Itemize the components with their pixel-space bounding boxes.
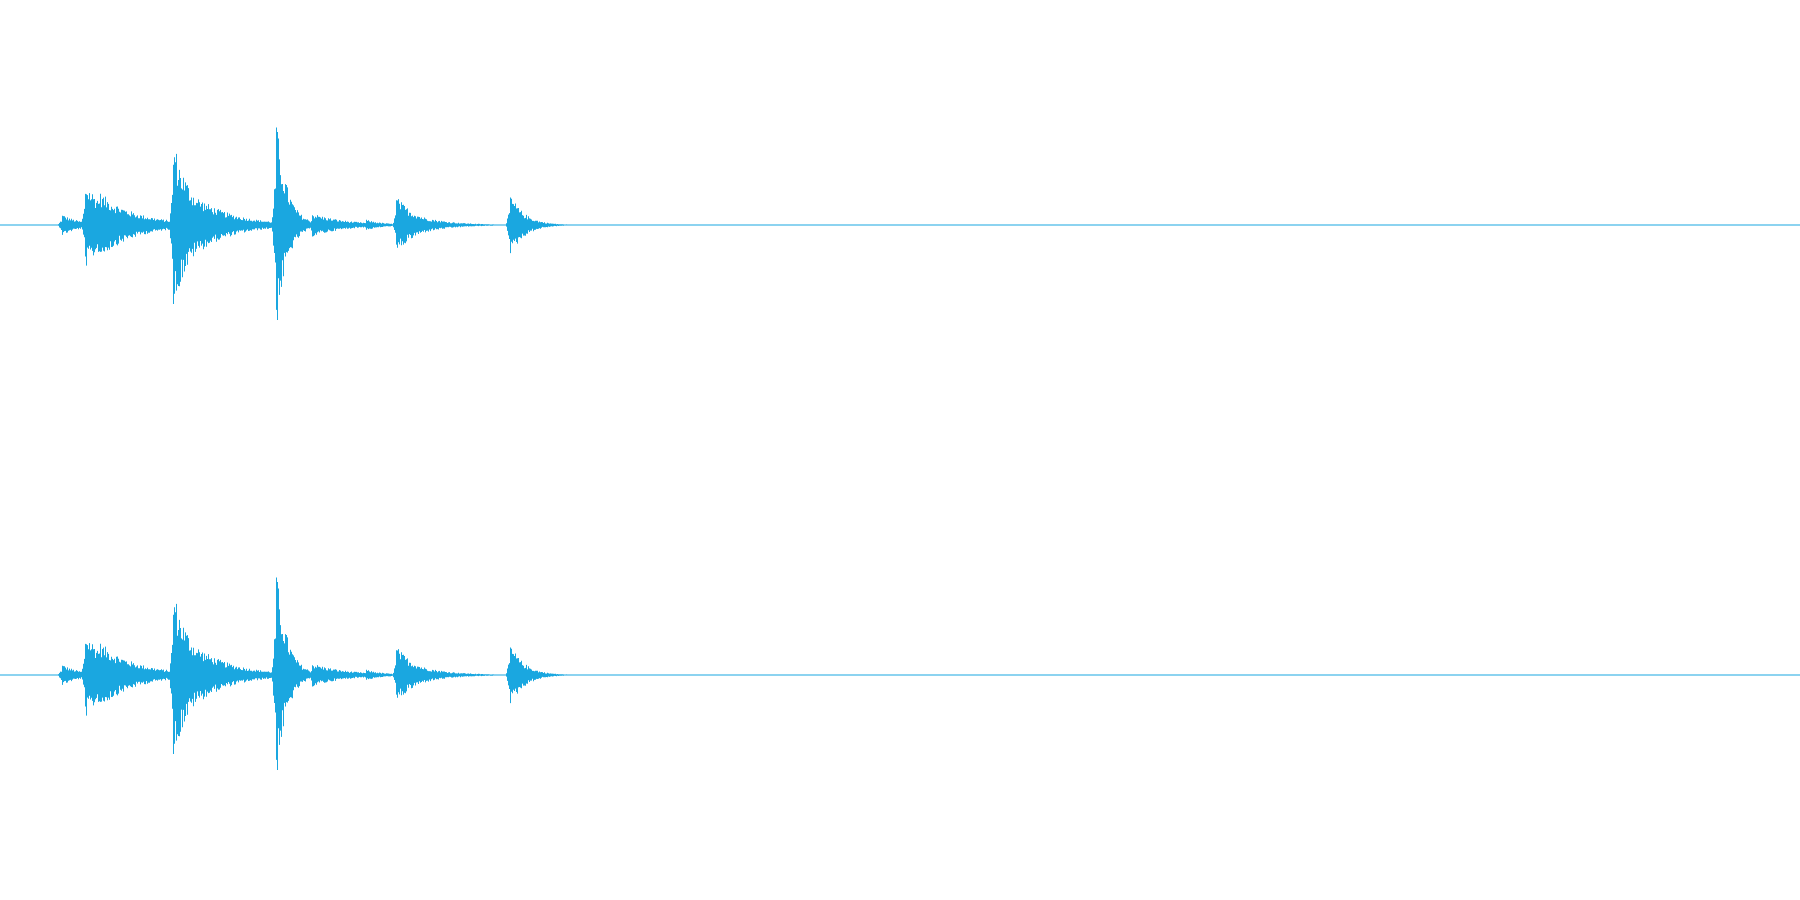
waveform-trace xyxy=(58,127,572,320)
waveform-trace xyxy=(58,577,572,770)
channel-left xyxy=(0,127,1800,320)
channel-right xyxy=(0,577,1800,770)
